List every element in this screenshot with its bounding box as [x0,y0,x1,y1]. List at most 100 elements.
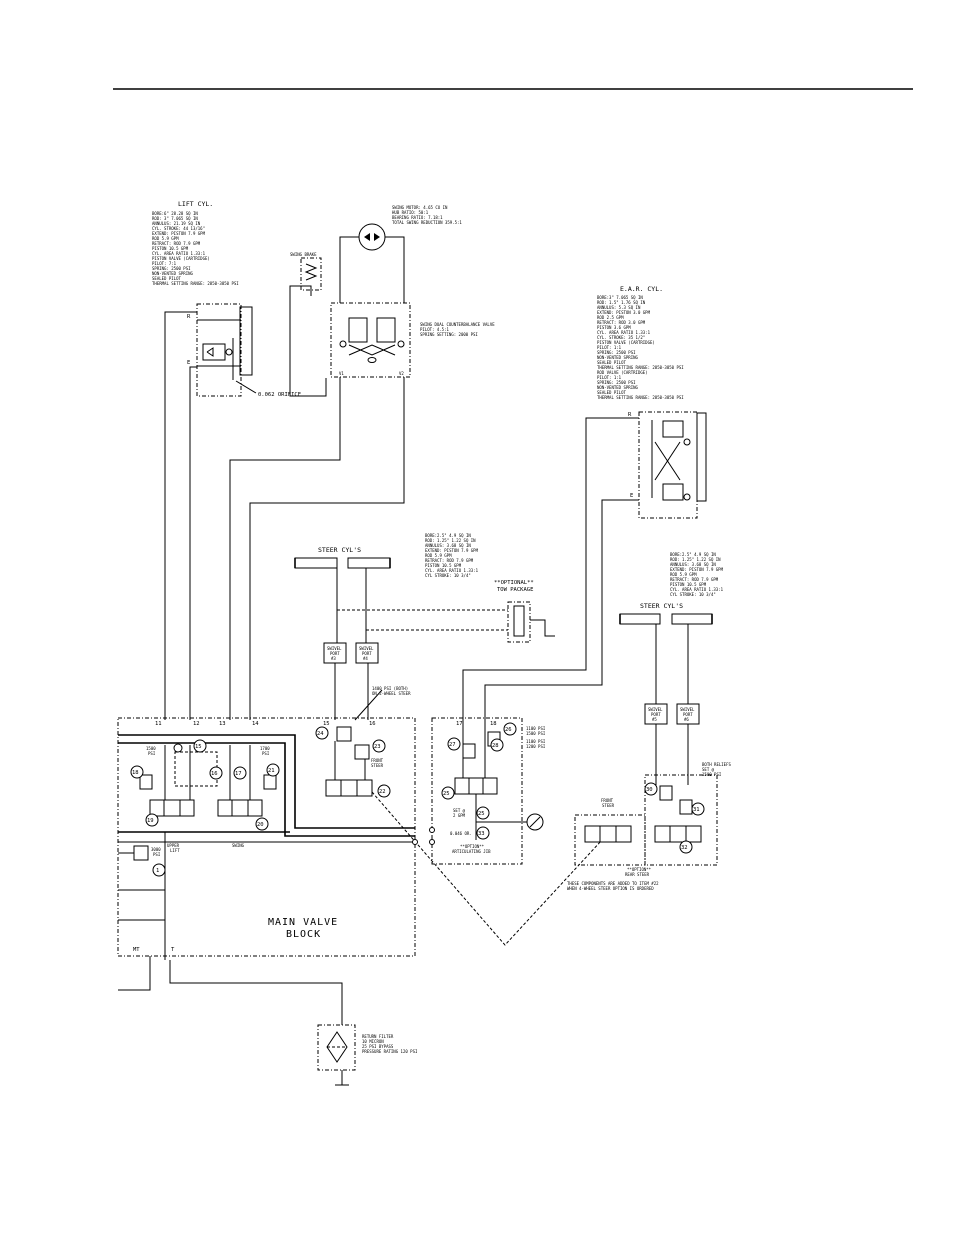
item-balloon-18 [130,765,144,779]
lift-cyl-spec: NON-VENTED SPRING [152,271,194,276]
steer-spec: ROD: 1.25" 1.22 SQ IN [670,557,721,562]
lift-cyl-title: LIFT CYL. [178,200,213,208]
steer-spec: RETRACT: ROD 7.9 GPM [425,558,474,563]
relief-31-valve [679,799,693,815]
psi-1700-unit: PSI [262,751,270,756]
steer-spec: ROD 5.9 GPM [425,553,452,558]
front-steer: STEER [371,763,384,768]
tow-label: **OPTIONAL** [494,580,534,586]
item-number: 26 [505,727,512,733]
relief-23-valve [354,744,370,760]
relief-18 [139,774,153,790]
relief-27-valve [462,743,476,759]
front-steer: FRONT [371,758,384,763]
lift-holding-valve-box [196,303,242,397]
swivel-port-4 [355,642,379,664]
ear-cartridge-bottom [662,483,684,501]
junction [429,827,435,833]
line-brake [289,285,327,397]
port-number-3: #3 [331,656,336,661]
return-filter-group: RETURN FILTER 10 MICRON 25 PSI BYPASS PR… [317,1024,418,1071]
item-balloon-22 [377,784,391,798]
check-15 [173,743,183,753]
item-number: 32 [681,845,688,851]
ear-cyl-spec: PISTON 3.6 GPM [597,325,631,330]
psi-3000-unit: PSI [153,852,161,857]
four-wheel-note: THESE COMPONENTS ARE ADDED TO ITEM #22 [567,881,659,886]
swing-motor-group: SWING MOTOR: 4.65 CU IN HUB RATIO: 50:1 … [290,205,495,378]
ear-cyl-spec: ROD VALVE (CARTRIDGE) [597,370,648,375]
steer-cylinder-rear-left [619,613,661,625]
item-balloon-1 [152,863,166,877]
lift-cyl-spec: PISTON 10.5 GPM [152,246,189,251]
swing-motor-spec: HUB RATIO: 50:1 [392,210,429,215]
orifice-leader [235,380,257,394]
col-13: 13 [219,721,226,727]
line-return-filter [169,960,343,1025]
port-text: PORT [362,651,372,656]
item-balloon-20 [255,817,269,831]
set-gpm: SET @ [453,808,466,813]
rear-steer-option-box [574,814,646,866]
rear-steer-option: BOTH RELIEFS SET @ 1500 PSI FRONT STEER … [567,762,731,891]
lift-cyl-spec: ROD 5.9 GPM [152,236,179,241]
jib-option-label: ARTICULATING JIB [452,849,491,854]
set-gpm: 2 GPM [453,813,466,818]
relief-27-28: 1500 PSI [526,731,546,736]
ear-cyl-spec: SEALED PILOT [597,390,626,395]
item-balloon-27 [447,737,461,751]
lift-cyl-spec: ANNULUS: 21.19 SQ IN [152,221,201,226]
port-MT: MT [133,947,140,953]
return-filter-box [317,1024,356,1071]
swing-motor-arrow [364,233,370,241]
steer-spec: ROD 5.9 GPM [670,572,697,577]
item-balloon-16 [209,766,223,780]
return-filter-label: 10 MICRON [362,1039,384,1044]
psi-1700: 1700 [260,746,270,751]
upper-lift-label: UPPER [167,843,180,848]
col-12: 12 [193,721,200,727]
cbv-cartridge-left [348,317,368,343]
item-balloon-23 [372,739,386,753]
psi-1500: 1500 [146,746,156,751]
port-text: PORT [683,712,693,717]
both-reliefs: 1500 PSI [702,772,722,777]
item-number: 31 [693,807,700,813]
steer-cylinder-rear-right [671,613,713,625]
steer-spec: CYL. AREA RATIO 1.33:1 [425,568,479,573]
item-number: 16 [211,771,218,777]
front-steer-b: STEER [602,803,615,808]
port-number-5: #5 [652,717,657,722]
item-number: 23 [374,744,381,750]
lift-cylinder-group: LIFT CYL. BORE:6" 28.28 SQ IN ROD: 3" 7.… [152,200,301,398]
orifice-33-label: 0.046 OR. [450,831,472,836]
lift-cyl-spec: SPRING: 2500 PSI [152,266,191,271]
relief-1400: ON 2-WHEEL STEER [372,691,411,696]
main-valve-block: 11 12 13 14 15 16 1500 PSI UPPER LIFT 17… [117,686,416,991]
main-valve-title: BLOCK [286,929,321,940]
steer-spec: CYL STROKE: 10 3/4" [425,573,471,578]
item-balloon-21 [266,763,280,777]
ear-cyl-spec: RETRACT: ROD 3.0 GPM [597,320,646,325]
line-motor-b [385,236,405,303]
item-number: 25 [478,811,485,817]
relief-21 [263,774,277,790]
rear-option-label: REAR STEER [625,872,650,877]
item-number: 24 [317,731,324,737]
psi-1500-unit: PSI [148,751,156,756]
steer-spec: ANNULUS: 3.68 SQ IN [425,543,471,548]
ear-cyl-spec: EXTEND: PISTON 3.0 GPM [597,310,651,315]
jib-option-box [431,717,523,865]
tow-valve-box [507,601,531,643]
tow-line [530,619,555,637]
steer-spec: EXTEND: PISTON 7.9 GPM [425,548,479,553]
swing-brake-label: SWING BRAKE [290,252,317,257]
line-swing-14 [249,377,405,720]
ear-cyl-spec: SPRING: 2500 PSI [597,380,636,385]
relief-27-28: 1100 PSI [526,726,546,731]
item-balloon-26 [503,722,517,736]
line-ear-18 [484,499,639,720]
line-lift-R [164,311,197,720]
item-balloon-15 [193,739,207,753]
